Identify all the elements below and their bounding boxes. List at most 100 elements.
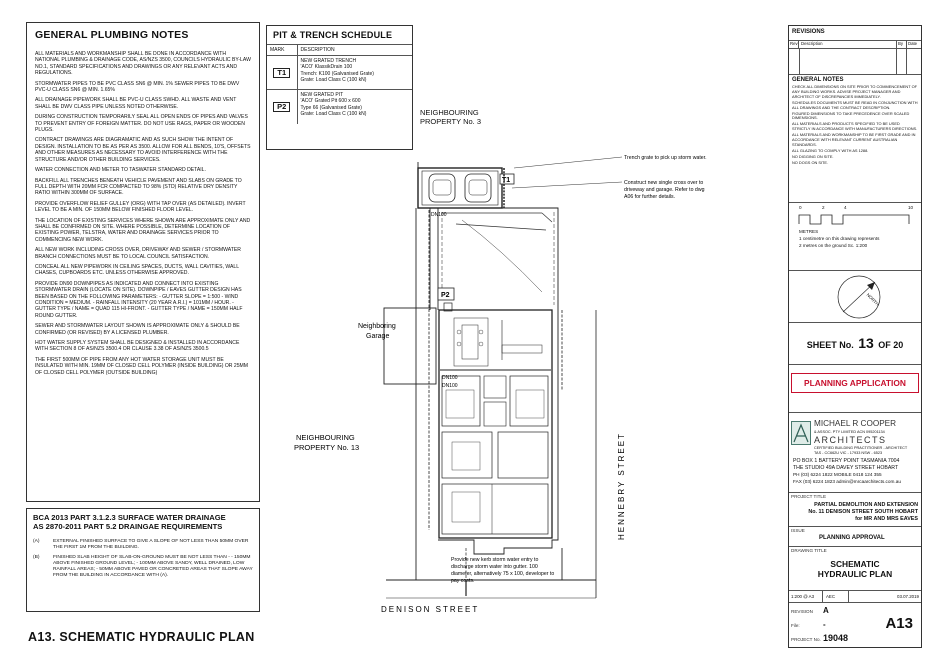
trench-leader <box>513 156 623 169</box>
revisions-col-desc: Description <box>799 41 897 48</box>
neighbour-3-label-2: PROPERTY No. 3 <box>420 117 481 126</box>
plumbing-note: PROVIDE DN90 DOWNPIPES AS INDICATED AND … <box>35 280 243 319</box>
pit-icon <box>443 302 453 312</box>
revisions-col-rev: Rev <box>790 41 799 48</box>
scale-tick-0: 0 <box>799 205 802 210</box>
firm-studio: THE STUDIO 49A DAVEY STREET HOBART <box>793 465 899 471</box>
drawing-title-section: DRAWING TITLE SCHEMATIC HYDRAULIC PLAN <box>789 546 921 590</box>
general-note-item: NO DOGS ON SITE. <box>792 159 829 165</box>
t1-tag-box <box>499 173 515 185</box>
schedule-row: P2 NEW GRATED PIT 'ACO' Grated Pit 600 x… <box>267 89 412 124</box>
general-note-item: ALL GLAZING TO COMPLY WITH AS 1288. <box>792 147 869 153</box>
firm-assoc: & ASSOC. PTY LIMITED ACN 095201134 <box>814 430 885 434</box>
kitchen-bench <box>501 344 543 354</box>
schedule-row-line: 'ACO' KlassikDrain 100 <box>300 64 353 71</box>
revisions-header: Rev Description By Date <box>789 40 921 48</box>
bca-title-1: BCA 2013 PART 3.1.2.3 SURFACE WATER DRAI… <box>33 513 226 522</box>
planning-application-badge: PLANNING APPLICATION <box>791 373 919 393</box>
denison-street-label: DENISON STREET <box>381 605 479 614</box>
house-plan <box>438 309 553 539</box>
plumbing-note: DURING CONSTRUCTION TEMPORARILY SEAL ALL… <box>35 114 248 134</box>
p2-tag: P2 <box>441 292 450 299</box>
driveway <box>441 212 555 305</box>
drawing-title-line-1: SCHEMATIC <box>830 559 880 569</box>
sheet-prefix: SHEET No. <box>806 340 854 350</box>
north-section: NORTH <box>789 270 921 322</box>
car-icon <box>464 173 492 203</box>
issue-label: ISSUE <box>791 528 805 533</box>
garage-top <box>417 167 503 209</box>
general-notes: GENERAL NOTES CHECK ALL DIMENSIONS ON SI… <box>789 74 921 202</box>
crossover-leader <box>511 181 623 189</box>
plumbing-note: SEWER AND STORMWATER LAYOUT SHOWN IS APP… <box>35 323 240 336</box>
bed-icon <box>515 389 545 419</box>
firm-phone: PH (03) 6224 1822 MOBILE 0418 124 355 <box>793 472 882 477</box>
hennebry-street-label: HENNEBRY STREET <box>617 432 626 540</box>
t1-tag: T1 <box>502 177 510 184</box>
plumbing-note: WATER CONNECTION AND METER TO TASWATER S… <box>35 167 206 174</box>
project-line-3: for MR AND MRS EAVES <box>855 516 918 522</box>
scale-note-1: 1 centimetre on this drawing represents <box>799 236 880 241</box>
schedule-row-line: Grate: Load Class C (100 kN) <box>300 110 367 117</box>
roof-edge <box>442 212 553 231</box>
project-no-value: 19048 <box>823 633 849 643</box>
general-notes-title: GENERAL NOTES <box>792 77 844 83</box>
title-block: REVISIONS Rev Description By Date GENERA… <box>788 25 922 648</box>
crossover-note-1: Construct new single cross over to <box>624 180 703 186</box>
plumbing-note: HOT WATER SUPPLY SYSTEM SHALL BE DESIGNE… <box>35 340 240 353</box>
schedule-table: MARK DESCRIPTION T1 NEW GRATED TRENCH 'A… <box>267 43 412 124</box>
bca-panel: BCA 2013 PART 3.1.2.3 SURFACE WATER DRAI… <box>26 508 260 612</box>
crossover-note-2: driveway and garage. Refer to dwg <box>624 187 705 193</box>
planning-section: PLANNING APPLICATION <box>789 364 921 412</box>
firm-reg: TAS - CC662U VIC - 17933 NSW - 6523 <box>814 451 883 455</box>
pit-trench-schedule: PIT & TRENCH SCHEDULE MARK DESCRIPTION T… <box>266 25 413 150</box>
plumbing-note: STORMWATER PIPES TO BE PVC CLASS SN6 @ M… <box>35 80 240 94</box>
architect-logo-icon <box>793 423 809 443</box>
neighbouring-garage <box>383 307 437 385</box>
issue-value: PLANNING APPROVAL <box>819 535 885 541</box>
revision-section: REVISION A File: - PROJECT No. 19048 A13 <box>789 602 921 647</box>
drawing-title-line-2: HYDRAULIC PLAN <box>817 569 893 579</box>
plumbing-note: THE LOCATION OF EXISTING SERVICES WHERE … <box>35 217 251 243</box>
bca-item-b: FINISHED SLAB HEIGHT OF SLAB-ON-GROUND M… <box>53 554 253 579</box>
kerb-note-4: pay costs. <box>451 578 474 584</box>
plumbing-notes-list: ALL MATERIALS AND WORKMANSHIP SHALL BE D… <box>35 51 251 376</box>
revision-label: REVISION <box>791 609 813 614</box>
revisions-title: REVISIONS <box>792 29 825 35</box>
north-arrow-icon <box>837 275 881 319</box>
scale-drawn-date-row: 1:200 @ A3 AEC 03.07.2019 <box>789 590 921 602</box>
schedule-row: T1 NEW GRATED TRENCH 'ACO' KlassikDrain … <box>267 55 412 90</box>
schedule-row-line: NEW GRATED TRENCH <box>300 58 357 65</box>
dn100-label: DN100 <box>431 212 447 218</box>
p2-tag-box <box>437 287 455 301</box>
schedule-col-mark: MARK <box>267 43 297 56</box>
neighbour-13-label-1: NEIGHBOURING <box>296 433 355 442</box>
drawing-title: A13. SCHEMATIC HYDRAULIC PLAN <box>28 630 255 644</box>
file-label: File: <box>791 623 800 628</box>
plumbing-note: CONTRACT DRAWINGS ARE DIAGRAMATIC AND AS… <box>35 137 251 163</box>
scale-tick-10: 10 <box>908 205 914 210</box>
drawn-value: AEC <box>823 591 849 602</box>
bed-icon <box>451 441 481 471</box>
plumbing-note: THE FIRST 500mm OF PIPE FROM ANY HOT WAT… <box>35 356 249 376</box>
general-note-item: ALL MATERIALS AND WORKMANSHIP TO BE FIRS… <box>792 132 916 147</box>
plumbing-note: BACKFILL ALL TRENCHES BENEATH VEHICLE PA… <box>35 177 242 197</box>
sheet-of: OF 20 <box>878 340 904 350</box>
sheet-number: SHEET No. 13 OF 20 <box>789 322 921 364</box>
neighbour-13-label-2: PROPERTY No. 13 <box>294 443 359 452</box>
project-no-label: PROJECT No. <box>791 637 821 642</box>
revision-value: A <box>823 606 829 615</box>
firm-po: PO BOX 1 BATTERY POINT TASMANIA 7004 <box>793 458 900 464</box>
project-section: PROJECT TITLE PARTIAL DEMOLITION AND EXT… <box>789 492 921 526</box>
plumbing-note: CONCEAL ALL NEW PIPEWORK IN CEILING SPAC… <box>35 263 239 277</box>
date-value: 03.07.2019 <box>897 594 919 599</box>
scale-value: 1:200 @ A3 <box>789 591 823 602</box>
schedule-row-line: Type 66 (Galvanised Grate) <box>300 104 362 111</box>
plumbing-notes-title: GENERAL PLUMBING NOTES <box>35 29 189 41</box>
project-line-1: PARTIAL DEMOLITION AND EXTENSION <box>814 502 918 508</box>
revisions-body <box>789 48 921 74</box>
firm-section: MICHAEL R COOPER & ASSOC. PTY LIMITED AC… <box>789 412 921 492</box>
general-note-item: SCHEDULES DOCUMENTS MUST BE READ IN CONJ… <box>792 99 918 110</box>
firm-name: MICHAEL R COOPER <box>814 419 897 428</box>
plumbing-note: ALL NEW WORK INCLUDING CROSS OVER, DRIVE… <box>35 247 241 260</box>
